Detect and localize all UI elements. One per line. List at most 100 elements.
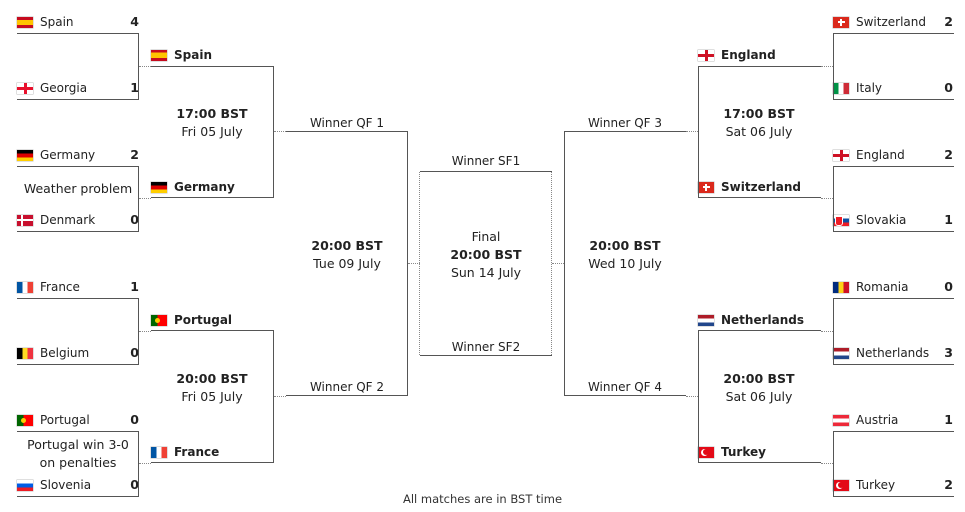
team-slot: England: [698, 48, 820, 62]
team-name: Belgium: [40, 346, 90, 360]
team-score: 2: [944, 477, 953, 492]
team-score: 0: [130, 477, 139, 492]
team-slot: Austria 1: [833, 413, 953, 427]
team-score: 0: [130, 345, 139, 360]
match-time: 17:00 BST: [723, 106, 795, 121]
team-score: 2: [130, 147, 139, 162]
team-name: Denmark: [40, 213, 96, 227]
match-date: Sat 06 July: [725, 389, 793, 404]
team-name: Portugal: [40, 413, 90, 427]
team-name: Netherlands: [721, 313, 805, 327]
team-name: Spain: [174, 48, 212, 62]
team-name: Turkey: [721, 445, 766, 459]
team-name: Switzerland: [856, 15, 926, 29]
match-date: Sun 14 July: [450, 265, 522, 280]
team-slot: Turkey 2: [833, 478, 953, 492]
team-score: 0: [944, 279, 953, 294]
team-slot: Denmark 0: [17, 213, 139, 227]
team-score: 4: [130, 14, 139, 29]
team-name: Portugal: [174, 313, 233, 327]
team-slot: England 2: [833, 148, 953, 162]
austria-flag-icon: [833, 414, 849, 426]
france-flag-icon: [151, 446, 167, 458]
match-time: 20:00 BST: [176, 371, 248, 386]
team-score: 0: [944, 80, 953, 95]
team-name: Slovakia: [856, 213, 907, 227]
team-score: 1: [944, 212, 953, 227]
match-time: 20:00 BST: [450, 247, 522, 262]
winner-qf1-label: Winner QF 1: [309, 116, 385, 130]
final-title: Final: [471, 229, 501, 244]
team-score: 0: [130, 412, 139, 427]
match-time: 17:00 BST: [176, 106, 248, 121]
switzerland-flag-icon: [698, 181, 714, 193]
team-name: Switzerland: [721, 180, 801, 194]
team-score: 3: [944, 345, 953, 360]
portugal-flag-icon: [17, 414, 33, 426]
winner-sf1-label: Winner SF1: [451, 154, 521, 168]
team-score: 2: [944, 147, 953, 162]
team-name: Georgia: [40, 81, 88, 95]
switzerland-flag-icon: [833, 16, 849, 28]
team-name: Italy: [856, 81, 883, 95]
qf2-time: 20:00 BST Fri 05 July: [151, 370, 273, 406]
georgia-flag-icon: [17, 82, 33, 94]
team-slot: France: [151, 445, 273, 459]
team-slot: Romania 0: [833, 280, 953, 294]
team-slot: France 1: [17, 280, 139, 294]
match-time: 20:00 BST: [589, 238, 661, 253]
footer-note: All matches are in BST time: [402, 492, 563, 506]
england-flag-icon: [833, 149, 849, 161]
match-date: Tue 09 July: [313, 256, 381, 271]
team-name: Netherlands: [856, 346, 930, 360]
team-slot: Germany: [151, 180, 273, 194]
qf3-time: 17:00 BST Sat 06 July: [698, 105, 820, 141]
denmark-flag-icon: [17, 214, 33, 226]
team-slot: Belgium 0: [17, 346, 139, 360]
slovakia-flag-icon: [833, 214, 849, 226]
team-name: England: [721, 48, 776, 62]
winner-qf3-label: Winner QF 3: [587, 116, 663, 130]
penalties-note: Portugal win 3-0 on penalties: [17, 436, 139, 472]
team-score: 1: [130, 80, 139, 95]
spain-flag-icon: [151, 49, 167, 61]
penalties-note-line1: Portugal win 3-0: [27, 437, 129, 452]
france-flag-icon: [17, 281, 33, 293]
team-slot: Germany 2: [17, 148, 139, 162]
team-slot: Turkey: [698, 445, 820, 459]
qf1-time: 17:00 BST Fri 05 July: [151, 105, 273, 141]
team-name: England: [856, 148, 905, 162]
team-name: Spain: [40, 15, 74, 29]
match-date: Fri 05 July: [181, 124, 243, 139]
match-date: Fri 05 July: [181, 389, 243, 404]
team-score: 2: [944, 14, 953, 29]
team-slot: Netherlands 3: [833, 346, 953, 360]
team-slot: Switzerland 2: [833, 15, 953, 29]
team-name: Germany: [40, 148, 96, 162]
team-slot: Slovenia 0: [17, 478, 139, 492]
team-slot: Spain: [151, 48, 273, 62]
portugal-flag-icon: [151, 314, 167, 326]
sf2-time: 20:00 BST Wed 10 July: [564, 237, 686, 273]
match-date: Sat 06 July: [725, 124, 793, 139]
match-time: 20:00 BST: [723, 371, 795, 386]
final-info: Final 20:00 BST Sun 14 July: [420, 228, 552, 282]
team-score: 1: [944, 412, 953, 427]
team-name: Turkey: [856, 478, 896, 492]
match-date: Wed 10 July: [588, 256, 662, 271]
team-slot: Portugal: [151, 313, 273, 327]
spain-flag-icon: [17, 16, 33, 28]
team-name: Germany: [174, 180, 235, 194]
team-score: 1: [130, 279, 139, 294]
winner-qf4-label: Winner QF 4: [587, 380, 663, 394]
team-name: Austria: [856, 413, 899, 427]
belgium-flag-icon: [17, 347, 33, 359]
team-slot: Switzerland: [698, 180, 820, 194]
team-name: France: [174, 445, 220, 459]
netherlands-flag-icon: [698, 314, 714, 326]
turkey-flag-icon: [833, 479, 849, 491]
germany-flag-icon: [17, 149, 33, 161]
romania-flag-icon: [833, 281, 849, 293]
qf4-time: 20:00 BST Sat 06 July: [698, 370, 820, 406]
team-slot: Slovakia 1: [833, 213, 953, 227]
